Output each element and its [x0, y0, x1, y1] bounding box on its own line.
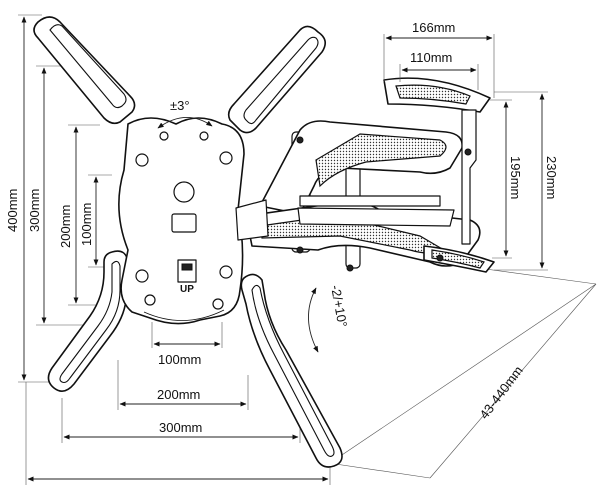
plate-width-110-label: 110mm [410, 50, 452, 65]
extension-guides [321, 267, 597, 479]
plate-height-195-label: 195mm [508, 156, 523, 199]
width-100-label: 100mm [158, 352, 201, 367]
tilt-label: -2/+10° [328, 284, 350, 328]
plate-width-166-label: 166mm [412, 20, 455, 35]
height-200-label: 200mm [58, 205, 73, 248]
rotation-label: ±3° [170, 98, 190, 113]
tv-bracket [33, 16, 343, 468]
plate-height-230-label: 230mm [544, 156, 559, 199]
tilt-arrow [308, 287, 319, 353]
wall-plate-dimensions [383, 34, 548, 271]
height-dimensions [18, 14, 112, 383]
rotation-arrow [157, 117, 213, 129]
width-dimensions [25, 322, 331, 485]
articulating-arm [235, 77, 495, 273]
width-200-label: 200mm [157, 387, 200, 402]
extension-label: 43-440mm [476, 363, 525, 422]
height-300-label: 300mm [27, 189, 42, 232]
width-300-label: 300mm [159, 420, 202, 435]
height-400-label: 400mm [5, 189, 20, 232]
up-marking: UP [180, 284, 194, 295]
height-100-label: 100mm [79, 203, 94, 246]
